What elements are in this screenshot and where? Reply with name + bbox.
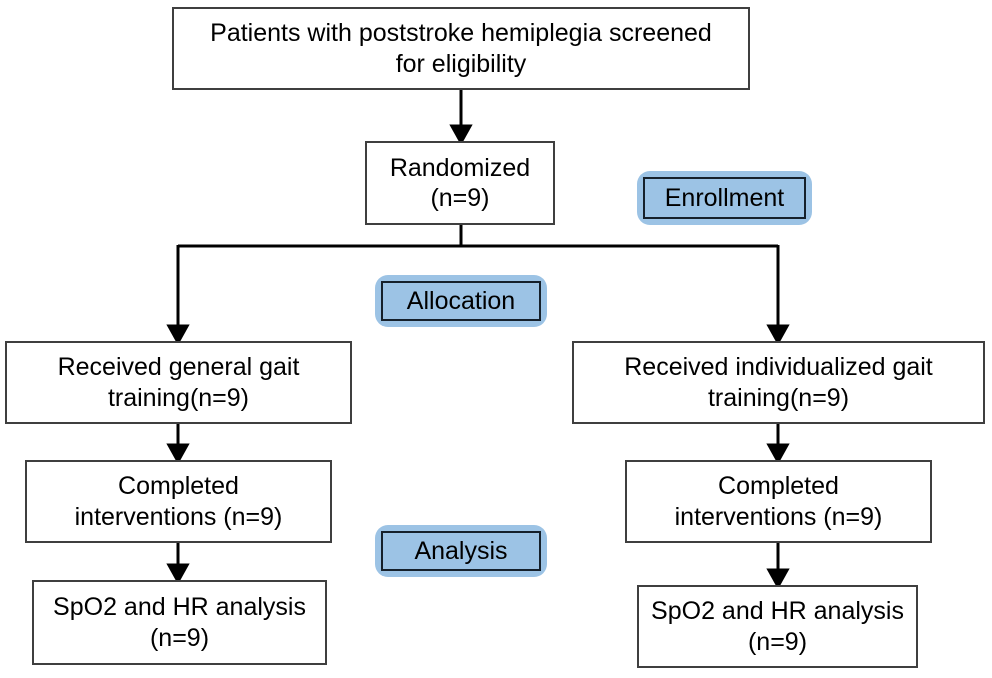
node-right-spo2-hr-analysis: SpO2 and HR analysis (n=9) — [637, 585, 918, 668]
node-screened: Patients with poststroke hemiplegia scre… — [172, 7, 750, 90]
node-right-received-individualized-gait-training: Received individualized gait training(n=… — [572, 341, 985, 424]
stage-badge-allocation-inner: Allocation — [381, 281, 541, 321]
connector-randomized-split — [166, 225, 790, 346]
stage-badge-analysis-label: Analysis — [414, 536, 508, 565]
node-left-analysis-label: SpO2 and HR analysis (n=9) — [53, 593, 306, 652]
node-left-received-general-gait-training: Received general gait training(n=9) — [5, 341, 352, 424]
stage-badge-allocation: Allocation — [375, 275, 547, 327]
node-right-analysis-label: SpO2 and HR analysis (n=9) — [651, 597, 904, 656]
stage-badge-analysis: Analysis — [375, 525, 547, 577]
node-right-completed-interventions: Completed interventions (n=9) — [625, 460, 932, 543]
node-left-received-label: Received general gait training(n=9) — [57, 353, 300, 412]
node-randomized-label: Randomized (n=9) — [389, 153, 531, 213]
stage-badge-enrollment-label: Enrollment — [664, 183, 785, 212]
stage-badge-allocation-label: Allocation — [406, 286, 516, 315]
node-left-spo2-hr-analysis: SpO2 and HR analysis (n=9) — [32, 580, 327, 665]
stage-badge-enrollment: Enrollment — [637, 171, 812, 225]
node-left-completed-label: Completed interventions (n=9) — [74, 472, 283, 531]
node-screened-label: Patients with poststroke hemiplegia scre… — [210, 19, 712, 78]
node-right-received-label: Received individualized gait training(n=… — [624, 353, 933, 412]
node-right-completed-label: Completed interventions (n=9) — [674, 472, 883, 531]
node-left-completed-interventions: Completed interventions (n=9) — [25, 460, 332, 543]
stage-badge-enrollment-inner: Enrollment — [643, 177, 806, 219]
node-randomized: Randomized (n=9) — [365, 141, 555, 225]
stage-badge-analysis-inner: Analysis — [381, 531, 541, 571]
